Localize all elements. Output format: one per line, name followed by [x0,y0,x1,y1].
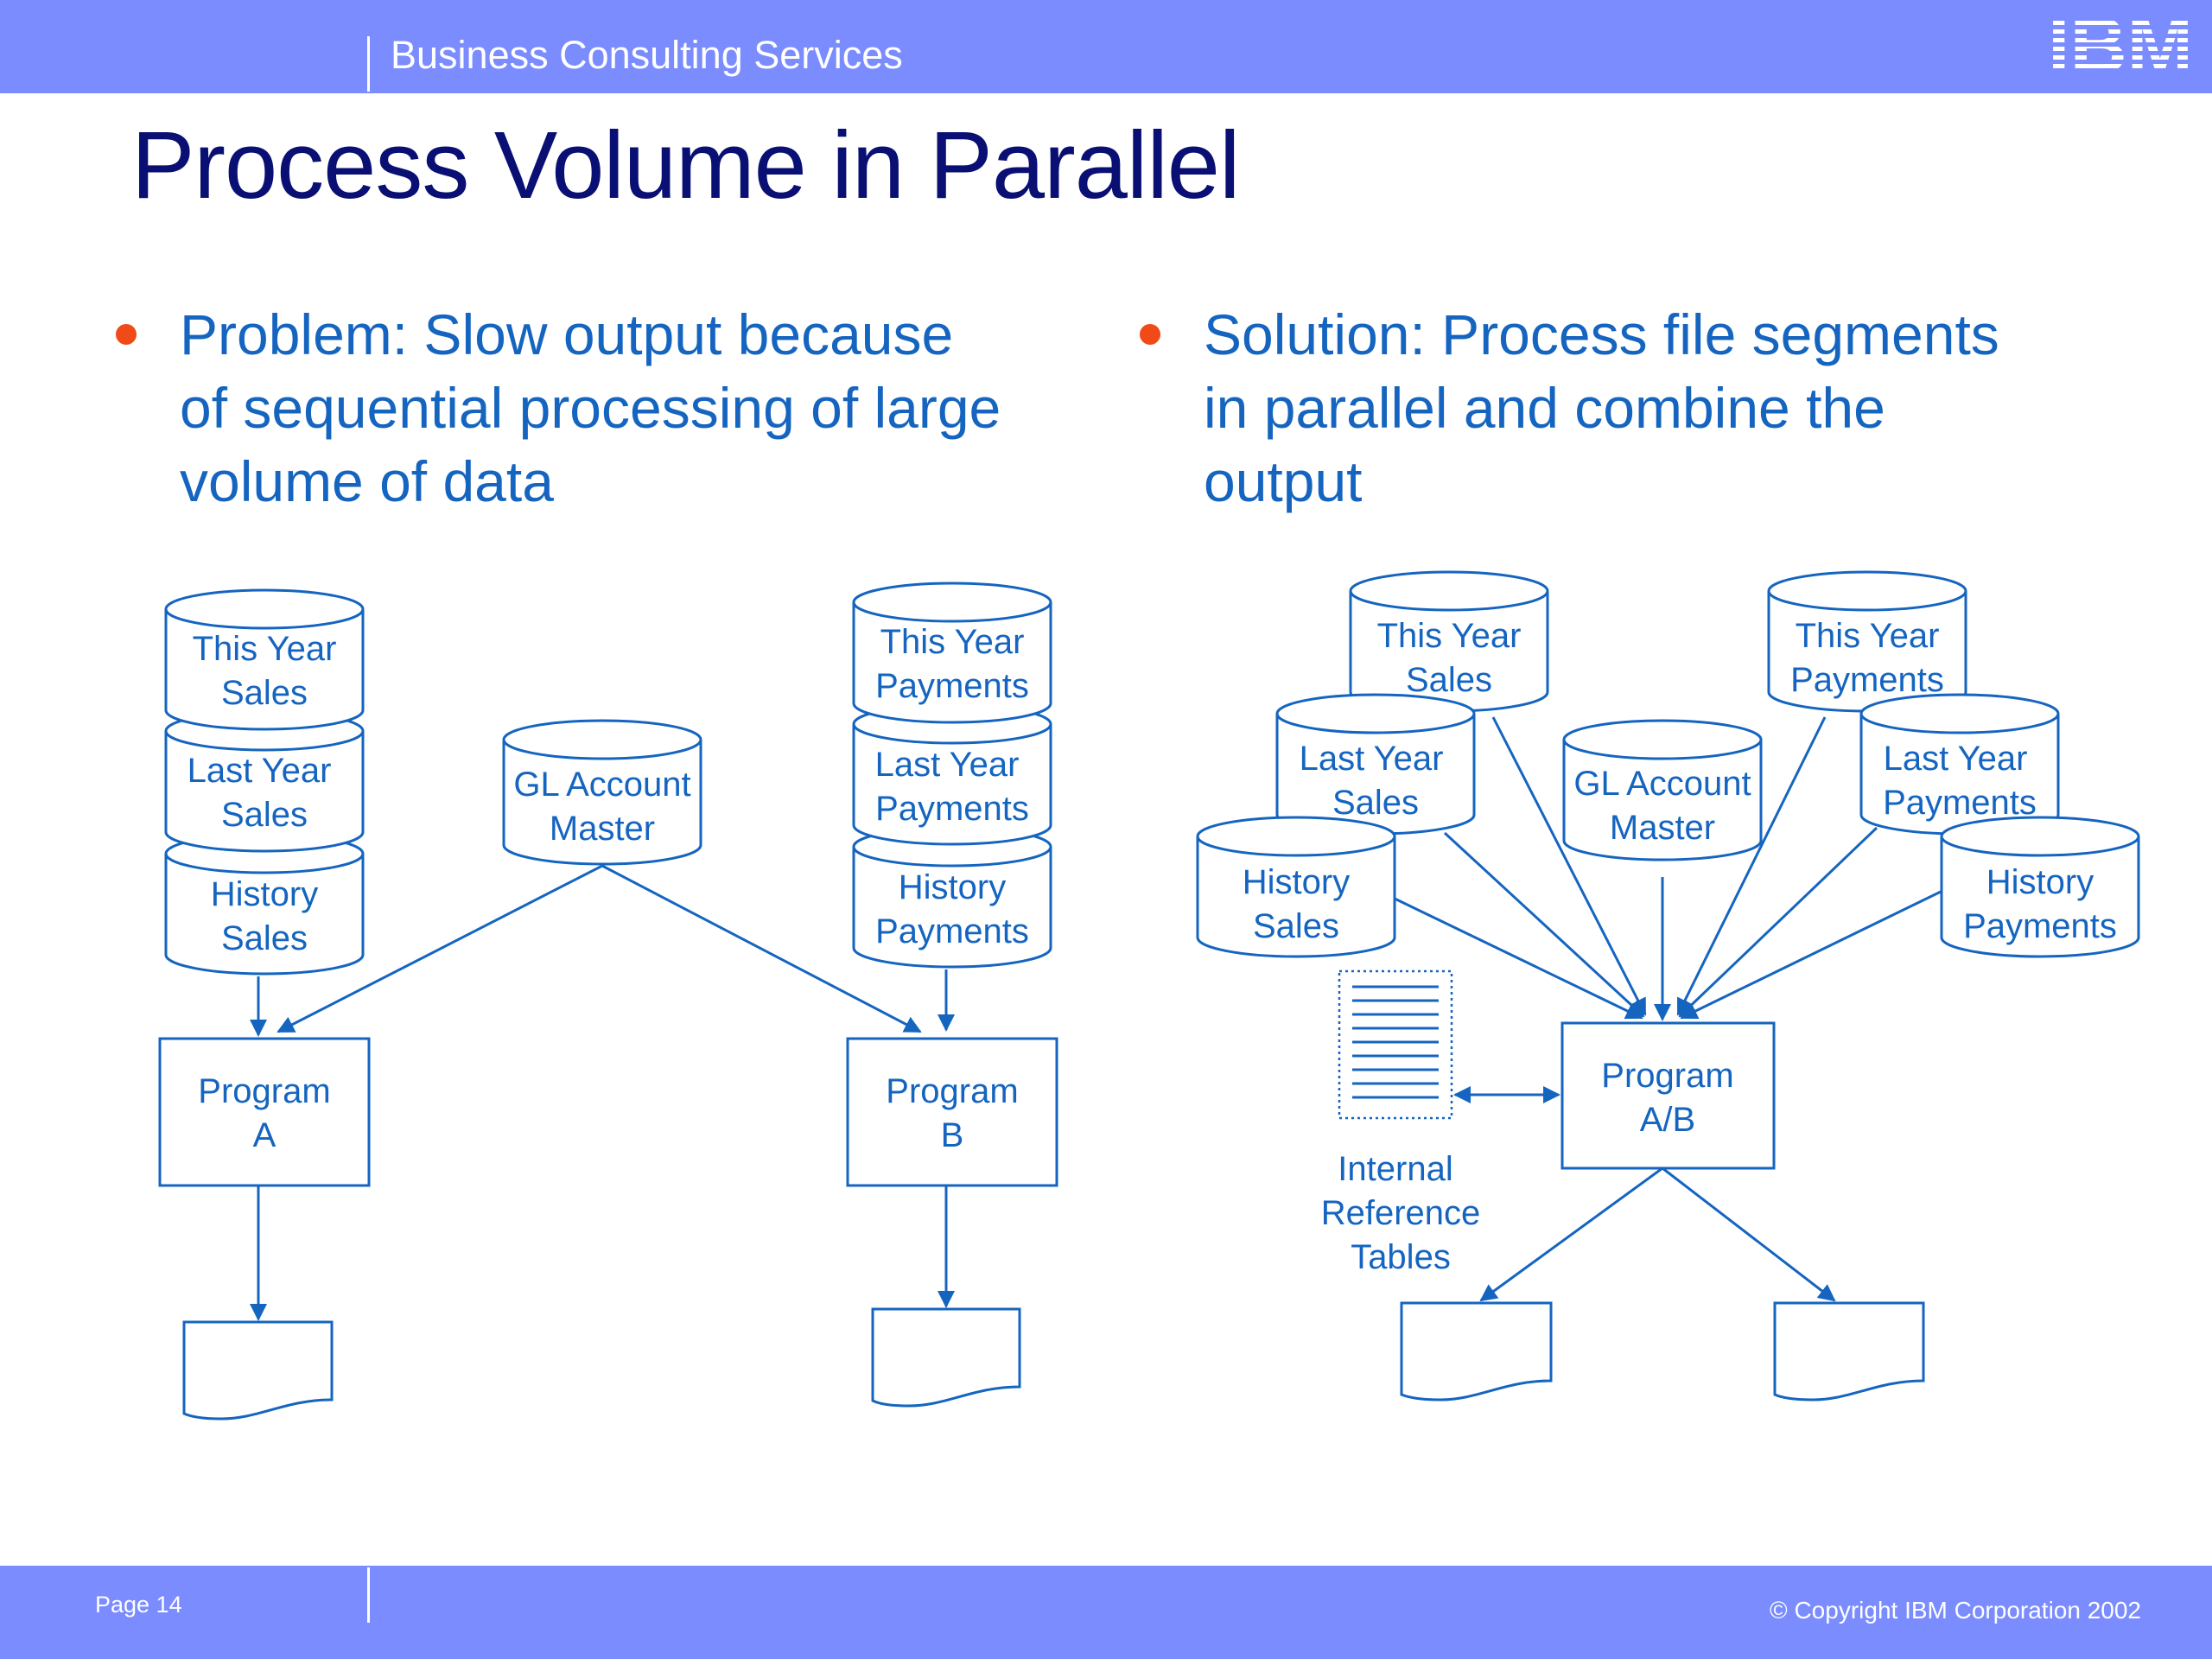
solution-bullet: Solution: Process file segments in paral… [1140,298,1999,518]
label-last-year-sales-right: Sales [1332,784,1419,822]
footer-bar: Page 14 © Copyright IBM Corporation 2002 [0,1566,2212,1659]
db-this-year-payments-left [852,582,1052,724]
db-gl-account-master-left [502,719,702,866]
solution-line: in parallel and combine the [1204,376,1885,440]
label-this-year-sales-left: Sales [221,674,308,712]
label-history-sales-left: Sales [221,919,308,957]
program-b-box [846,1037,1058,1187]
label-this-year-sales-right: This Year [1377,617,1522,655]
db-last-year-payments-right [1859,693,2060,836]
label-gl-account-master-right: Master [1610,809,1715,847]
label-program-a: A [253,1116,276,1154]
label-last-year-payments-right: Payments [1883,784,2037,822]
output-document-a [182,1320,334,1421]
arrow [1491,716,1647,1016]
section-title: Business Consulting Services [391,33,903,77]
output-document-ab-2 [1773,1301,1925,1402]
output-document-ab-1 [1400,1301,1553,1402]
label-program-b: B [941,1116,964,1154]
label-history-payments-right: History [1986,863,2094,901]
label-internal-reference: Reference [1321,1194,1481,1232]
reference-table-icon [1338,969,1453,1120]
db-this-year-sales-left [164,588,365,731]
db-gl-account-master-right [1562,719,1763,861]
label-last-year-payments-left: Last Year [875,746,1020,784]
problem-line: volume of data [180,449,554,513]
label-this-year-payments-right: This Year [1796,617,1940,655]
label-program-a: Program [198,1072,330,1110]
label-history-sales-left: History [211,875,318,913]
label-history-sales-right: Sales [1253,907,1339,945]
label-internal-reference: Internal [1338,1150,1452,1188]
label-internal-reference: Tables [1351,1238,1451,1276]
label-gl-account-master-right: GL Account [1573,765,1751,803]
ibm-logo: IBM [2048,12,2193,76]
arrow [1680,890,1942,1020]
arrow [1662,1166,1836,1302]
arrow [1676,716,1827,1016]
reference-table-lines [1352,985,1439,1099]
output-document-b [871,1307,1021,1408]
label-last-year-sales-left: Sales [221,796,308,834]
problem-bullet: Problem: Slow output because of sequenti… [116,298,1001,518]
header-divider [367,36,370,92]
arrow [1443,831,1645,1018]
label-gl-account-master-left: GL Account [513,766,690,804]
label-last-year-sales-right: Last Year [1300,740,1444,778]
bullet-dot [1140,324,1160,345]
label-this-year-sales-right: Sales [1406,661,1492,699]
page-title: Process Volume in Parallel [131,112,1240,219]
solution-line: Solution: Process file segments [1204,302,1999,366]
arrow [1479,1166,1663,1302]
label-history-payments-left: Payments [875,912,1029,950]
footer-divider [367,1567,370,1623]
page-number: Page 14 [95,1592,182,1618]
problem-line: Problem: Slow output because [180,302,954,366]
label-this-year-payments-left: This Year [880,623,1025,661]
bullet-dot [116,324,137,345]
label-history-payments-right: Payments [1963,907,2117,945]
copyright: © Copyright IBM Corporation 2002 [1770,1597,2141,1624]
db-history-sales-right [1196,816,1396,958]
arrow [1390,895,1643,1020]
program-a-box [158,1037,371,1187]
label-this-year-payments-left: Payments [875,667,1029,705]
arrow [1678,826,1878,1018]
label-program-ab: Program [1601,1057,1733,1095]
label-last-year-payments-left: Payments [875,790,1029,828]
solution-line: output [1204,449,1363,513]
label-last-year-payments-right: Last Year [1884,740,2028,778]
label-this-year-sales-left: This Year [193,630,337,668]
label-program-b: Program [886,1072,1018,1110]
label-gl-account-master-left: Master [550,810,655,848]
header-bar: Business Consulting Services IBM [0,0,2212,93]
db-history-payments-right [1940,816,2140,958]
label-history-payments-left: History [899,868,1006,906]
label-history-sales-right: History [1243,863,1350,901]
label-this-year-payments-right: Payments [1790,661,1944,699]
program-ab-box [1560,1021,1776,1170]
problem-line: of sequential processing of large [180,376,1001,440]
label-program-ab: A/B [1640,1101,1695,1139]
arrow [276,864,603,1033]
arrow [601,864,922,1033]
label-last-year-sales-left: Last Year [188,752,332,790]
